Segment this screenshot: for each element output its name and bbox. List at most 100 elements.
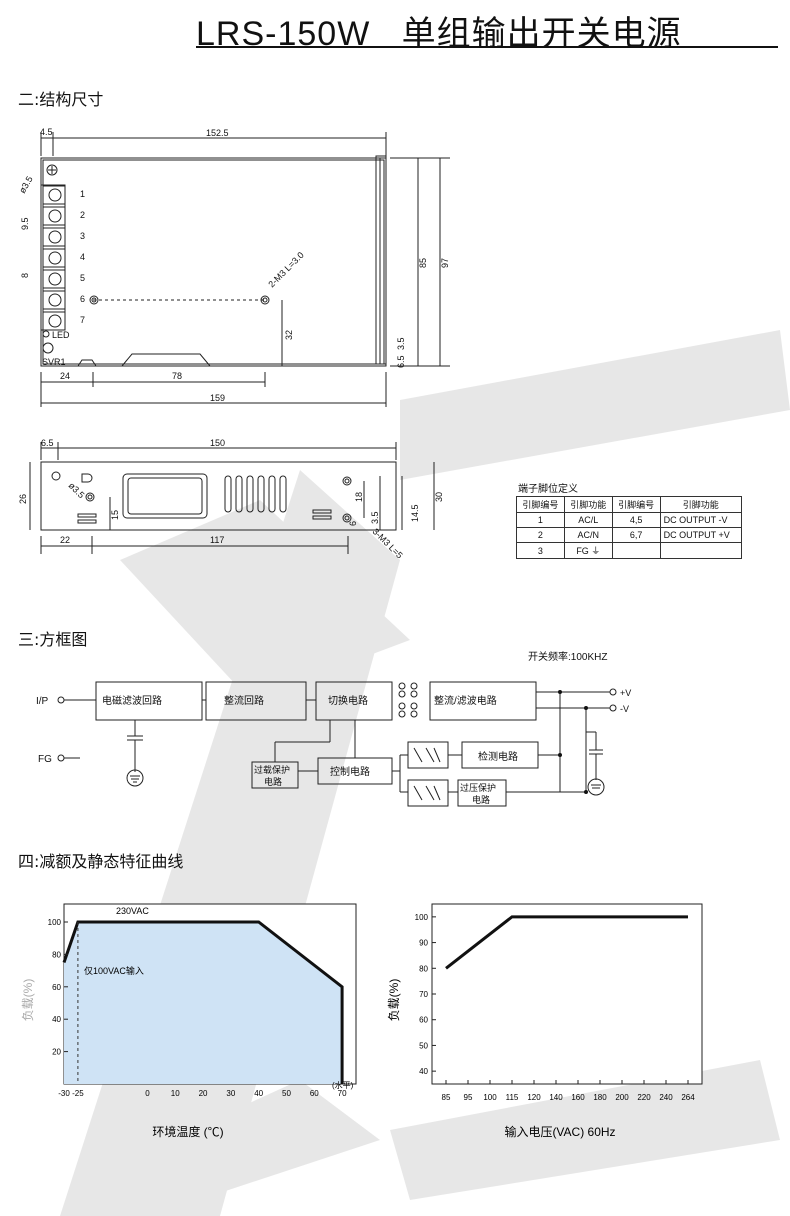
y-tick-label: 100 <box>48 918 62 927</box>
cell: 2 <box>516 527 565 543</box>
dim-150: 150 <box>210 438 225 448</box>
y-tick-label: 20 <box>52 1048 61 1057</box>
dim-117: 117 <box>210 535 224 545</box>
y-tick-label: 70 <box>419 990 428 999</box>
y-tick-label: 60 <box>419 1016 428 1025</box>
y-tick-label: 90 <box>419 939 428 948</box>
y-tick-label: 50 <box>419 1041 428 1050</box>
load-line <box>445 915 688 970</box>
x-tick-label: 85 <box>442 1093 451 1102</box>
switch-frequency: 开关频率:100KHZ <box>528 652 608 663</box>
x-tick-label: 10 <box>171 1089 180 1098</box>
header-cell: 引脚功能 <box>659 496 743 513</box>
chart-annotation: 仅100VAC输入 <box>84 965 144 976</box>
derating-line <box>62 920 344 1084</box>
x-tick-label: 200 <box>615 1093 629 1102</box>
pin-label: 2 <box>80 210 85 220</box>
table-row: 2 AC/N 6,7 DC OUTPUT +V <box>516 527 743 543</box>
x-axis-label: 输入电压(VAC) 60Hz <box>504 1124 615 1139</box>
title-underline <box>196 46 778 48</box>
y-tick-label: 80 <box>419 964 428 973</box>
x-tick-label: 220 <box>637 1093 651 1102</box>
x-tick-label: 180 <box>593 1093 607 1102</box>
svr-label: SVR1 <box>42 357 66 367</box>
section-structure: 二:结构尺寸 <box>18 90 104 109</box>
dim-32: 32 <box>284 330 294 340</box>
x-tick-label: 0 <box>145 1089 150 1098</box>
x-axis-label: 环境温度 (℃) <box>152 1124 223 1139</box>
dim-22: 22 <box>60 535 70 545</box>
x-tick-label: -25 <box>72 1089 84 1098</box>
dim-phi: ø3.5 <box>17 174 35 195</box>
dim-14-5: 14.5 <box>410 504 420 522</box>
dim-4-5: 4.5 <box>40 127 53 137</box>
cell <box>611 542 661 559</box>
x-tick-label: 115 <box>506 1093 519 1102</box>
pin-table-caption: 端子脚位定义 <box>518 484 578 495</box>
rectifier-box: 整流回路 <box>224 694 264 707</box>
dim-85: 85 <box>418 258 428 268</box>
table-row: 1 AC/L 4,5 DC OUTPUT -V <box>516 512 743 528</box>
ip-label: I/P <box>36 696 49 707</box>
pin-label: 4 <box>80 252 85 262</box>
x-tick-label: 70 <box>338 1089 347 1098</box>
pin-table: 引脚编号 引脚功能 引脚编号 引脚功能 1 AC/L 4,5 DC OUTPUT… <box>516 496 743 559</box>
header-cell: 引脚编号 <box>611 496 661 513</box>
dim-m3-side: 3-M3 L=5 <box>371 526 405 560</box>
x-tick-label: 100 <box>483 1093 497 1102</box>
dim-18: 18 <box>354 492 364 502</box>
dim-26: 26 <box>18 494 28 504</box>
pin-label: 7 <box>80 315 85 325</box>
dim-9-5: 9.5 <box>20 217 30 230</box>
series-label: 230VAC <box>116 906 149 916</box>
x-tick-label: 120 <box>527 1093 541 1102</box>
y-tick-label: 40 <box>419 1067 428 1076</box>
dim-m3: 2-M3 L=3.0 <box>266 250 305 289</box>
switching-box: 切换电路 <box>328 694 368 707</box>
pin-table-header: 引脚编号 引脚功能 引脚编号 引脚功能 <box>516 496 743 513</box>
derating-area <box>64 922 343 1084</box>
y-tick-label: 80 <box>52 950 61 959</box>
x-tick-label: 50 <box>282 1089 291 1098</box>
plot-frame <box>431 903 703 1085</box>
x-tick-label: 20 <box>199 1089 208 1098</box>
cell: FG ⏚ <box>563 542 613 559</box>
x-tick-label: 140 <box>549 1093 563 1102</box>
control-box: 控制电路 <box>330 765 370 778</box>
dim-6-5: 6.5 <box>41 438 54 448</box>
side-view-drawing: 6.5 150 26 ø3.5 15 18 30 3.5 14.5 6 22 1… <box>18 438 444 560</box>
dim-3-5-side: 3.5 <box>370 511 380 524</box>
ovp-box-2: 电路 <box>472 794 490 805</box>
ovp-box: 过压保护 <box>460 782 496 793</box>
x-tick-label: 30 <box>226 1089 235 1098</box>
header-cell: 引脚编号 <box>516 496 565 513</box>
header-cell: 引脚功能 <box>563 496 613 513</box>
dim-159: 159 <box>210 393 225 403</box>
section-block: 三:方框图 <box>18 630 88 649</box>
x-tick-label: 40 <box>254 1089 263 1098</box>
cell: 3 <box>516 542 565 559</box>
olp-box-2: 电路 <box>264 776 282 787</box>
cell: 6,7 <box>611 527 661 543</box>
pin-label: 5 <box>80 273 85 283</box>
dim-78: 78 <box>172 371 182 381</box>
vminus-label: -V <box>620 704 629 714</box>
cell <box>659 542 743 559</box>
block-diagram: I/P FG 电磁滤波回路 整流回路 切换电路 整流/滤波电路 检测电路 过载保… <box>36 681 631 807</box>
cell: AC/L <box>563 512 613 528</box>
x-tick-label: 60 <box>310 1089 319 1098</box>
vplus-label: +V <box>620 688 631 698</box>
x-tick-label: 240 <box>659 1093 673 1102</box>
dim-3-5: 3.5 <box>396 337 406 350</box>
output-rect-box: 整流/滤波电路 <box>434 694 497 707</box>
cell: DC OUTPUT -V <box>659 512 743 528</box>
pin-label: 3 <box>80 231 85 241</box>
detection-box: 检测电路 <box>478 750 518 763</box>
x-unit: (水平) <box>332 1080 354 1090</box>
pin-label: 1 <box>80 189 85 199</box>
dim-6: 6 <box>348 521 358 526</box>
cell: 1 <box>516 512 565 528</box>
dim-8: 8 <box>20 273 30 278</box>
y-tick-label: 60 <box>52 983 61 992</box>
cell: AC/N <box>563 527 613 543</box>
